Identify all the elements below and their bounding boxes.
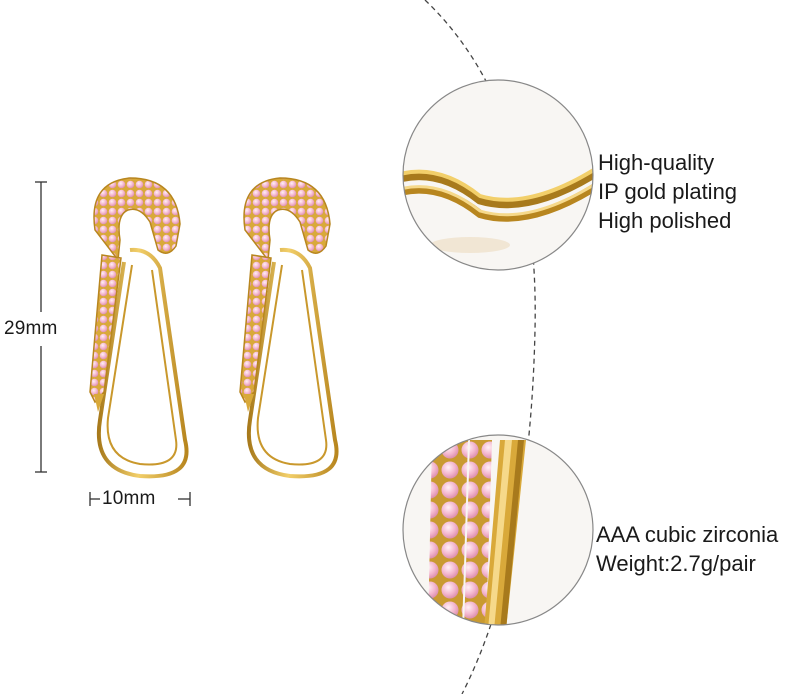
caption-zirconia: AAA cubic zirconia Weight:2.7g/pair [596, 520, 778, 578]
detail-circle-zirconia [402, 434, 594, 626]
earring-right [239, 177, 339, 479]
detail-circle-gold-wire [402, 79, 594, 271]
caption-line: AAA cubic zirconia [596, 522, 779, 547]
height-dimension-label: 29mm [4, 318, 58, 339]
caption-line: IP gold plating [598, 179, 738, 204]
earring-left [89, 177, 189, 479]
caption-line: Weight:2.7g/pair [596, 551, 756, 576]
width-dimension-label: 10mm [102, 488, 156, 509]
height-dimension-icon [35, 181, 47, 473]
width-dimension-icon [89, 492, 191, 506]
caption-plating: High-quality IP gold plating High polish… [598, 148, 737, 235]
caption-line: High-quality [598, 150, 715, 175]
caption-line: High polished [598, 208, 732, 233]
